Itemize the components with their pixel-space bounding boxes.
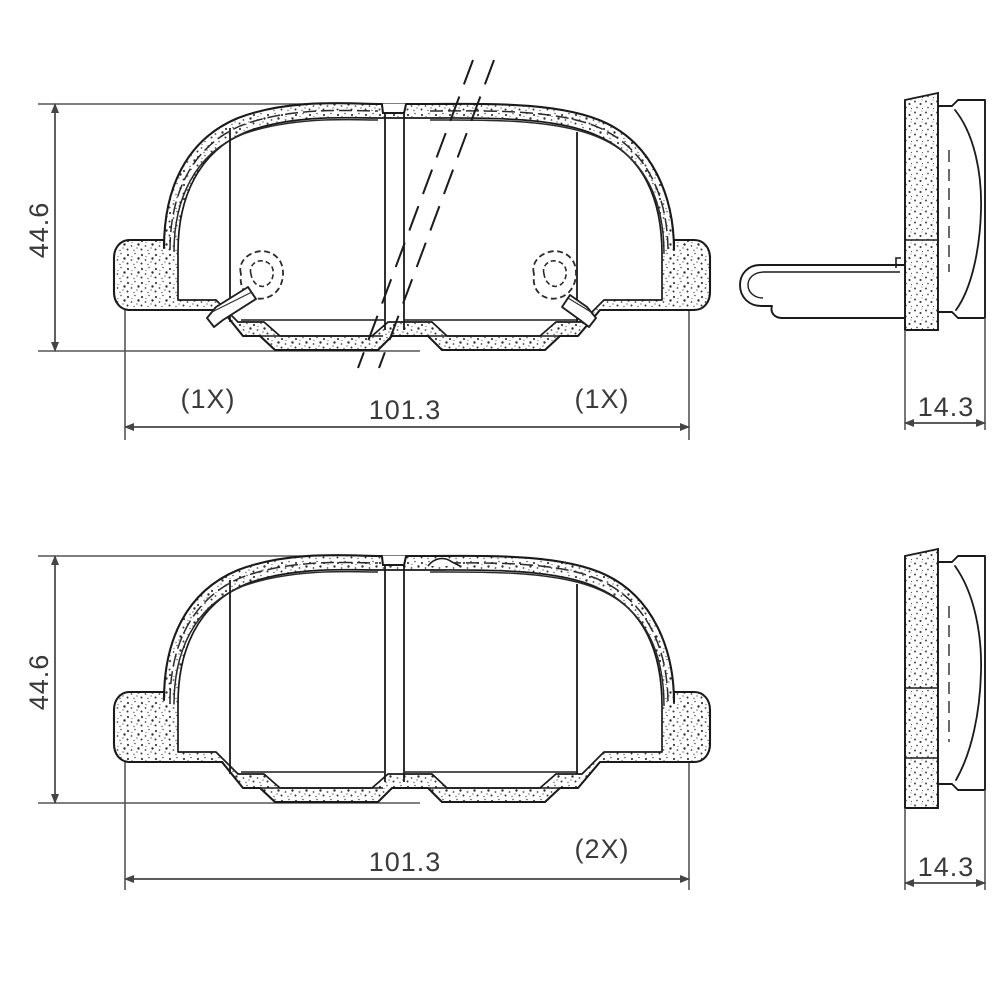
upper-height-dimension-label: 44.6: [24, 202, 54, 259]
upper-side-shim-clip-inner-line: [747, 271, 900, 299]
upper-thickness-extension-lines: [904, 318, 986, 430]
upper-pad-wear-sensor-clip-left: [206, 250, 284, 328]
lower-pad-top-profile-lines: [169, 561, 669, 707]
upper-side-shim-clip: [739, 264, 906, 319]
upper-side-backing-plate: [937, 99, 986, 319]
upper-pad-bottom-edge-lines: [241, 319, 578, 337]
upper-side-carrier-rib: [954, 109, 982, 311]
lower-side-carrier-rib: [954, 565, 982, 781]
clip-right-tab: [561, 294, 597, 328]
upper-pad-assembly: 44.6 101.3 (1X) (1X): [24, 59, 987, 440]
lower-pad-centerline-rules: [229, 565, 578, 782]
lower-thickness-dimension-label: 14.3: [918, 852, 975, 882]
lower-pad-backing-plate: [177, 568, 663, 789]
upper-side-clip-lead: [895, 257, 901, 268]
upper-pad-break-lines: [357, 59, 495, 369]
upper-pad-top-profile-lines: [169, 109, 669, 255]
upper-thickness-dimension-label: 14.3: [918, 392, 975, 422]
lower-qty-label: (2X): [574, 834, 629, 864]
lower-pad-assembly: 44.6 101.3 (2X): [24, 547, 987, 890]
upper-pad-side-view-group: 14.3: [739, 91, 987, 430]
upper-qty-left-label: (1X): [180, 384, 235, 414]
upper-pad-wear-sensor-clip-right: [532, 250, 597, 328]
upper-width-dimension-label: 101.3: [369, 395, 442, 425]
lower-side-block-divider-lines: [904, 556, 938, 808]
clip-right-inner-ring: [542, 260, 567, 288]
lower-height-dimension-label: 44.6: [24, 654, 54, 711]
upper-side-friction-block: [904, 91, 939, 331]
clip-left-inner-ring: [249, 260, 274, 288]
lower-pad-bottom-edge-lines: [241, 771, 578, 789]
lower-pad-top-center-bump: [427, 557, 461, 567]
lower-thickness-extension-lines: [904, 790, 986, 890]
lower-pad-side-view-group: 14.3: [903, 547, 987, 890]
lower-pad-top-center-notch: [381, 555, 407, 566]
lower-side-backing-plate: [937, 555, 986, 791]
lower-side-friction-block: [904, 547, 939, 809]
lower-width-dimension-label: 101.3: [369, 847, 442, 877]
clip-left-tab: [206, 286, 257, 328]
upper-qty-right-label: (1X): [574, 384, 629, 414]
upper-pad-top-center-notch: [381, 103, 407, 114]
